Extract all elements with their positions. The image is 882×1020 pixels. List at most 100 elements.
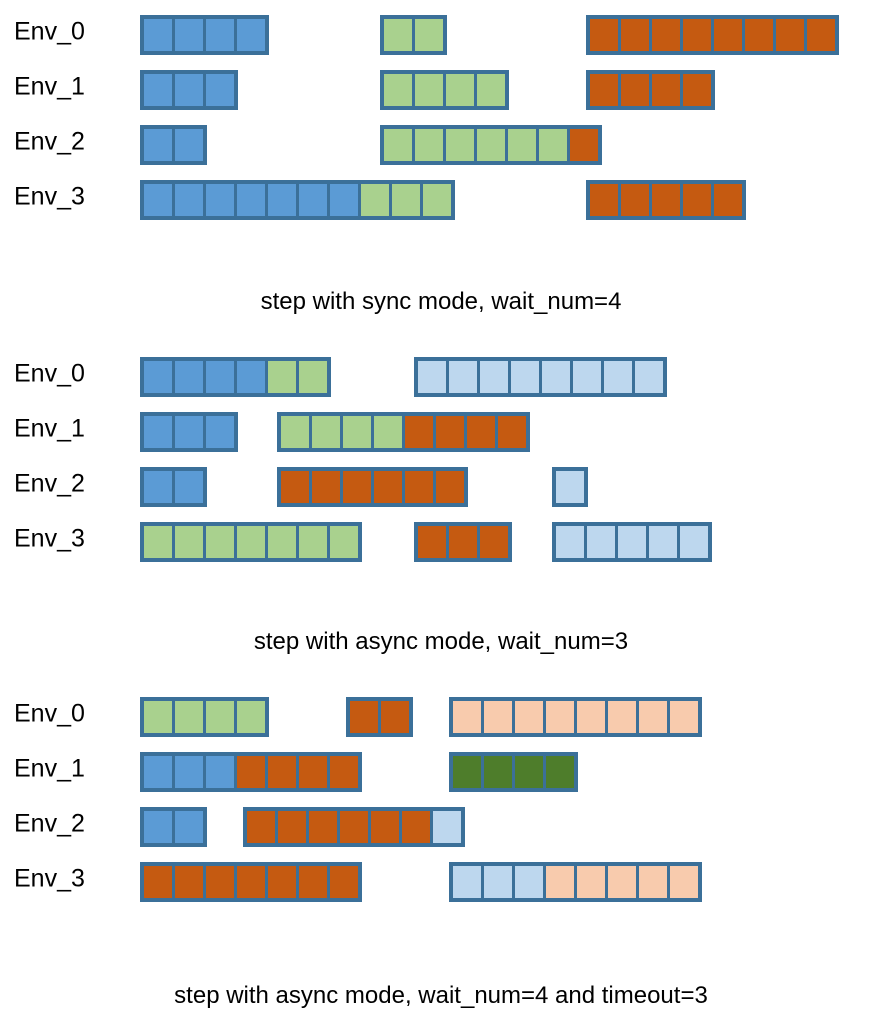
step-cell-orange <box>467 416 496 448</box>
step-cell-green <box>299 526 327 558</box>
step-cell-orange <box>343 471 372 503</box>
step-group <box>345 697 413 737</box>
step-group <box>585 15 839 55</box>
step-cell-light-blue <box>418 361 447 393</box>
step-cell-blue <box>206 416 234 448</box>
row-label-env_3: Env_3 <box>14 864 85 893</box>
step-cell-peach <box>576 866 605 898</box>
step-cell-blue <box>206 756 234 788</box>
step-cell-orange <box>589 184 618 216</box>
step-cell-orange <box>144 866 172 898</box>
step-cell-orange <box>775 19 804 51</box>
step-group <box>140 412 238 452</box>
env-row: Env_0 <box>0 692 882 737</box>
step-cell-light-blue <box>511 361 540 393</box>
step-cell-blue <box>206 184 234 216</box>
step-cell-peach <box>638 866 667 898</box>
step-cell-blue <box>144 74 172 106</box>
step-cell-orange <box>480 526 509 558</box>
row-label-env_2: Env_2 <box>14 469 85 498</box>
step-cell-blue <box>144 416 172 448</box>
step-group <box>140 807 207 847</box>
step-cell-peach <box>545 701 574 733</box>
step-cell-blue <box>144 811 172 843</box>
env-row: Env_1 <box>0 747 882 792</box>
step-cell-blue <box>144 184 172 216</box>
step-cell-orange <box>744 19 773 51</box>
step-cell-light-blue <box>480 361 509 393</box>
step-cell-orange <box>651 74 680 106</box>
step-cell-orange <box>374 471 403 503</box>
env-row: Env_2 <box>0 120 882 165</box>
step-cell-green <box>415 74 444 106</box>
env-row: Env_3 <box>0 857 882 902</box>
step-cell-orange <box>339 811 368 843</box>
step-cell-peach <box>638 701 667 733</box>
row-label-env_2: Env_2 <box>14 127 85 156</box>
step-cell-peach <box>669 866 698 898</box>
step-cell-green <box>392 184 420 216</box>
step-cell-green <box>268 526 296 558</box>
step-group <box>585 180 746 220</box>
step-cell-dark-green <box>545 756 574 788</box>
step-cell-orange <box>312 471 341 503</box>
step-group <box>140 467 207 507</box>
step-group <box>414 357 668 397</box>
env-track <box>0 120 882 165</box>
step-cell-orange <box>237 866 265 898</box>
step-cell-blue <box>144 756 172 788</box>
env-row: Env_1 <box>0 407 882 452</box>
step-cell-orange <box>268 756 296 788</box>
step-cell-green <box>299 361 327 393</box>
env-row: Env_3 <box>0 175 882 220</box>
step-group <box>380 125 603 165</box>
env-row: Env_3 <box>0 517 882 562</box>
step-cell-light-blue <box>542 361 571 393</box>
row-label-env_0: Env_0 <box>14 699 85 728</box>
step-cell-green <box>206 526 234 558</box>
step-cell-dark-green <box>514 756 543 788</box>
env-row: Env_2 <box>0 462 882 507</box>
step-cell-light-blue <box>432 811 461 843</box>
step-cell-green <box>477 129 506 161</box>
step-cell-orange <box>405 471 434 503</box>
step-cell-light-blue <box>452 866 481 898</box>
step-cell-blue <box>237 361 265 393</box>
step-cell-light-blue <box>449 361 478 393</box>
step-cell-blue <box>237 19 265 51</box>
step-cell-blue <box>206 74 234 106</box>
step-cell-orange <box>380 701 409 733</box>
step-cell-blue <box>175 361 203 393</box>
panel-caption: step with async mode, wait_num=4 and tim… <box>174 982 708 1009</box>
step-cell-green <box>281 416 310 448</box>
step-cell-orange <box>682 184 711 216</box>
step-cell-light-blue <box>586 526 615 558</box>
step-cell-orange <box>589 74 618 106</box>
step-cell-peach <box>669 701 698 733</box>
step-group <box>140 15 269 55</box>
env-row: Env_1 <box>0 65 882 110</box>
step-cell-green <box>330 526 358 558</box>
env-track <box>0 692 882 737</box>
step-cell-green <box>175 526 203 558</box>
step-cell-green <box>384 129 413 161</box>
step-cell-orange <box>308 811 337 843</box>
step-cell-green <box>374 416 403 448</box>
step-group <box>551 467 588 507</box>
step-cell-green <box>446 129 475 161</box>
step-cell-green <box>477 74 506 106</box>
env-track <box>0 175 882 220</box>
step-cell-peach <box>576 701 605 733</box>
step-cell-blue <box>175 416 203 448</box>
step-cell-orange <box>436 471 465 503</box>
env-row: Env_0 <box>0 352 882 397</box>
step-group <box>140 357 331 397</box>
step-group <box>277 412 531 452</box>
step-cell-blue <box>144 471 172 503</box>
step-cell-orange <box>268 866 296 898</box>
step-cell-green <box>144 701 172 733</box>
row-label-env_0: Env_0 <box>14 17 85 46</box>
step-cell-blue <box>206 19 234 51</box>
step-cell-green <box>343 416 372 448</box>
step-cell-green <box>175 701 203 733</box>
